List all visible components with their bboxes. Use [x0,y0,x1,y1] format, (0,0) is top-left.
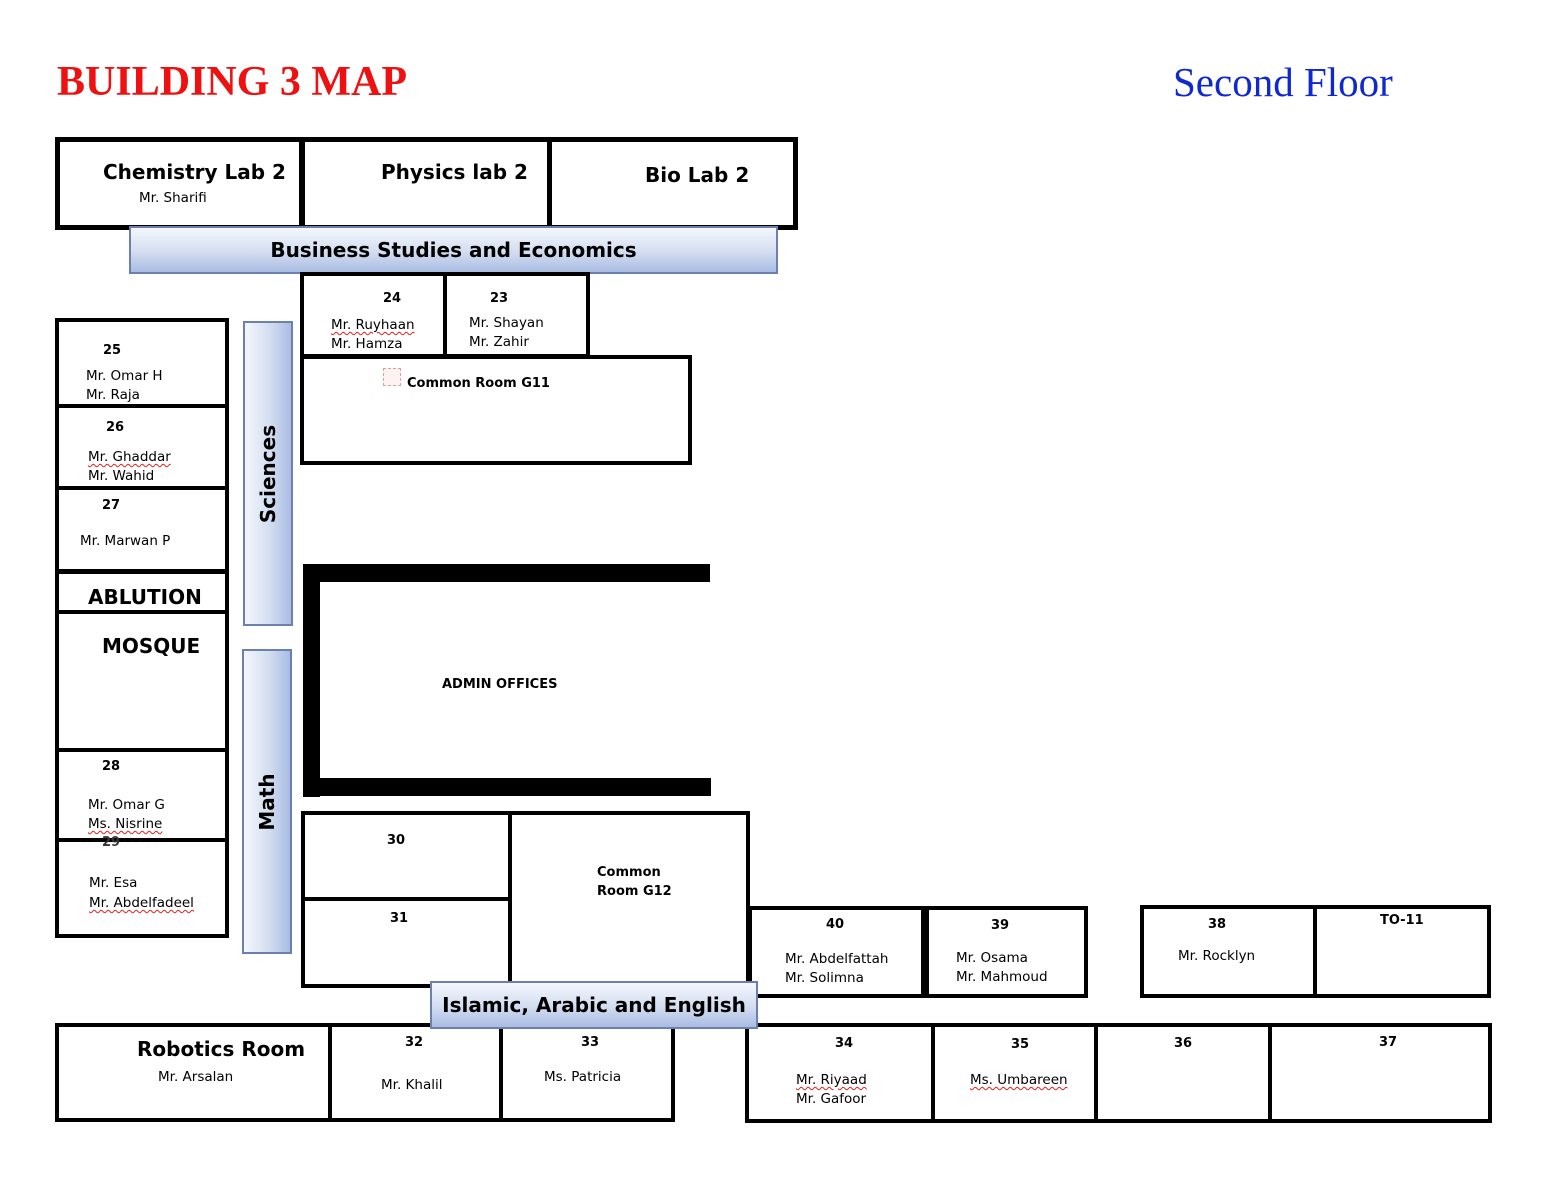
room-teacher: Mr. Zahir [469,334,529,350]
room-38[interactable]: 38 Mr. Rocklyn [1140,905,1317,998]
room-mosque[interactable]: MOSQUE [55,610,229,752]
room-31[interactable]: 31 [301,897,514,988]
room-teacher: Mr. Omar G [88,797,165,813]
room-robotics[interactable]: Robotics Room Mr. Arsalan [55,1023,333,1122]
room-25[interactable]: 25 Mr. Omar H Mr. Raja [55,318,229,410]
room-number: 26 [106,420,125,435]
banner-label: Math [255,772,279,831]
room-chemistry-lab[interactable]: Chemistry Lab 2 Mr. Sharifi [55,137,304,230]
room-number: TO-11 [1380,913,1424,928]
room-40[interactable]: 40 Mr. Abdelfattah Mr. Solimna [748,906,925,998]
room-number: 34 [835,1036,854,1051]
room-teacher: Ms. Nisrine [88,816,163,832]
room-27[interactable]: 27 Mr. Marwan P [55,486,229,573]
room-teacher: Mr. Shayan [469,315,544,331]
room-number: 29 [102,835,121,850]
room-number: 38 [1208,917,1227,932]
room-30[interactable]: 30 [301,811,514,902]
room-teacher: Ms. Patricia [544,1069,622,1085]
room-number: 37 [1379,1035,1398,1050]
room-number: 31 [390,911,409,926]
room-name: Common [597,865,661,880]
room-bio-lab[interactable]: Bio Lab 2 [547,137,798,230]
room-teacher: Mr. Gafoor [796,1091,867,1107]
room-name: Room G12 [597,884,672,899]
room-teacher: Mr. Omar H [86,368,163,384]
room-teacher: Mr. Khalil [381,1077,443,1093]
room-26[interactable]: 26 Mr. Ghaddar Mr. Wahid [55,404,229,490]
admin-offices-label: ADMIN OFFICES [442,677,558,692]
room-teacher: Mr. Marwan P [80,533,171,549]
room-number: 25 [103,343,122,358]
room-to-11[interactable]: TO-11 [1313,905,1491,998]
room-37[interactable]: 37 [1268,1023,1492,1123]
banner-math: Math [242,649,292,954]
room-teacher: Mr. Esa [89,875,138,891]
room-name: ABLUTION [88,585,202,609]
room-number: 27 [102,498,121,513]
room-name: MOSQUE [102,634,201,658]
room-33[interactable]: 33 Ms. Patricia [499,1023,675,1122]
room-29[interactable]: 29 Mr. Esa Mr. Abdelfadeel [55,835,229,938]
room-teacher: Mr. Ruyhaan [331,317,415,333]
room-number: 40 [826,917,845,932]
admin-wall-bottom [303,778,711,796]
room-teacher: Ms. Umbareen [970,1072,1068,1088]
common-room-g12[interactable]: Common Room G12 [508,811,750,988]
room-39[interactable]: 39 Mr. Osama Mr. Mahmoud [925,906,1088,998]
banner-islamic-arabic-english: Islamic, Arabic and English [430,981,758,1029]
room-name: Chemistry Lab 2 [103,160,286,184]
room-number: 35 [1011,1037,1030,1052]
room-name: Bio Lab 2 [645,163,750,187]
page-title: BUILDING 3 MAP [57,59,408,105]
room-23[interactable]: 23 Mr. Shayan Mr. Zahir [443,272,590,358]
room-number: 39 [991,918,1010,933]
room-physics-lab[interactable]: Physics lab 2 [300,137,552,230]
room-number: 23 [490,291,509,306]
room-teacher: Mr. Wahid [88,468,155,484]
room-teacher: Mr. Osama [956,950,1028,966]
room-36[interactable]: 36 [1094,1023,1273,1123]
common-room-g11[interactable]: Common Room G11 [300,355,692,465]
room-teacher: Mr. Raja [86,387,140,403]
room-teacher: Mr. Ghaddar [88,449,171,465]
room-32[interactable]: 32 Mr. Khalil [328,1023,503,1122]
room-teacher: Mr. Riyaad [796,1072,867,1088]
room-teacher: Mr. Rocklyn [1178,948,1256,964]
room-number: 28 [102,759,121,774]
room-teacher: Mr. Sharifi [139,190,207,206]
image-placeholder-icon [383,368,401,386]
room-35[interactable]: 35 Ms. Umbareen [931,1023,1099,1123]
admin-wall-left [303,564,320,797]
room-24[interactable]: 24 Mr. Ruyhaan Mr. Hamza [300,272,447,358]
room-teacher: Mr. Abdelfattah [785,951,889,967]
room-teacher: Mr. Arsalan [158,1069,234,1085]
banner-label: Sciences [256,424,280,523]
banner-sciences: Sciences [243,321,293,626]
room-number: 30 [387,833,406,848]
room-teacher: Mr. Abdelfadeel [89,895,194,911]
banner-business-studies: Business Studies and Economics [129,226,778,274]
room-number: 24 [383,291,402,306]
room-number: 36 [1174,1036,1193,1051]
room-teacher: Mr. Solimna [785,970,864,986]
room-name: Common Room G11 [407,376,550,391]
room-number: 32 [405,1035,424,1050]
room-teacher: Mr. Hamza [331,336,403,352]
room-34[interactable]: 34 Mr. Riyaad Mr. Gafoor [745,1023,935,1123]
room-name: Robotics Room [137,1037,306,1061]
room-28[interactable]: 28 Mr. Omar G Ms. Nisrine [55,748,229,842]
room-name: Physics lab 2 [381,160,528,184]
room-ablution[interactable]: ABLUTION [55,570,229,614]
admin-wall-top [303,564,710,582]
floor-label: Second Floor [1173,59,1393,105]
room-number: 33 [581,1035,600,1050]
room-teacher: Mr. Mahmoud [956,969,1048,985]
